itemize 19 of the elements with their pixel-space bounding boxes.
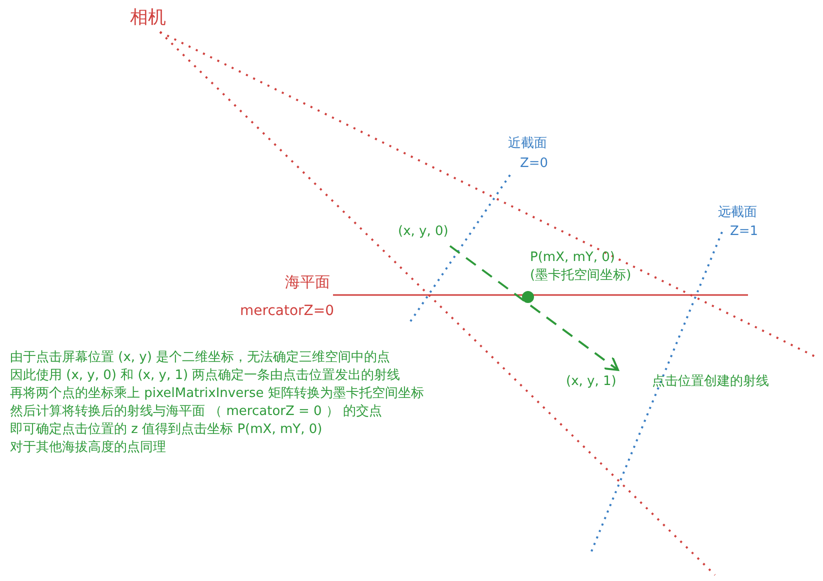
ray-arrow bbox=[449, 245, 619, 371]
plane-value: Z=0 bbox=[520, 156, 548, 172]
coordinate-label: (x, y, 1) bbox=[566, 374, 616, 390]
explanation-text: 对于其他海拔高度的点同理 bbox=[10, 440, 166, 456]
plane-label: 远截面 bbox=[718, 205, 757, 221]
ray-label: 点击位置创建的射线 bbox=[652, 374, 769, 390]
explanation-text: 再将两个点的坐标乘上 pixelMatrixInverse 矩阵转换为墨卡托空间坐标 bbox=[10, 386, 424, 402]
point-label: P(mX, mY, 0) bbox=[530, 250, 615, 266]
plane-value: Z=1 bbox=[730, 224, 758, 240]
coordinate-label: (x, y, 0) bbox=[398, 224, 448, 240]
explanation-text: 然后计算将转换后的射线与海平面 （ mercatorZ = 0 ） 的交点 bbox=[10, 404, 382, 420]
explanation-text: 因此使用 (x, y, 0) 和 (x, y, 1) 两点确定一条由点击位置发出的射线 bbox=[10, 368, 400, 384]
explanation-text: 即可确定点击位置的 z 值得到点击坐标 P(mX, mY, 0) bbox=[10, 422, 322, 438]
sea-level-value: mercatorZ=0 bbox=[240, 303, 334, 319]
explanation-text: 由于点击屏幕位置 (x, y) 是个二维坐标，无法确定三维空间中的点 bbox=[10, 350, 390, 366]
sea-level-label: 海平面 bbox=[285, 274, 330, 290]
camera-label: 相机 bbox=[130, 10, 166, 26]
plane-label: 近截面 bbox=[508, 136, 547, 152]
point-note: (墨卡托空间坐标) bbox=[530, 268, 632, 284]
